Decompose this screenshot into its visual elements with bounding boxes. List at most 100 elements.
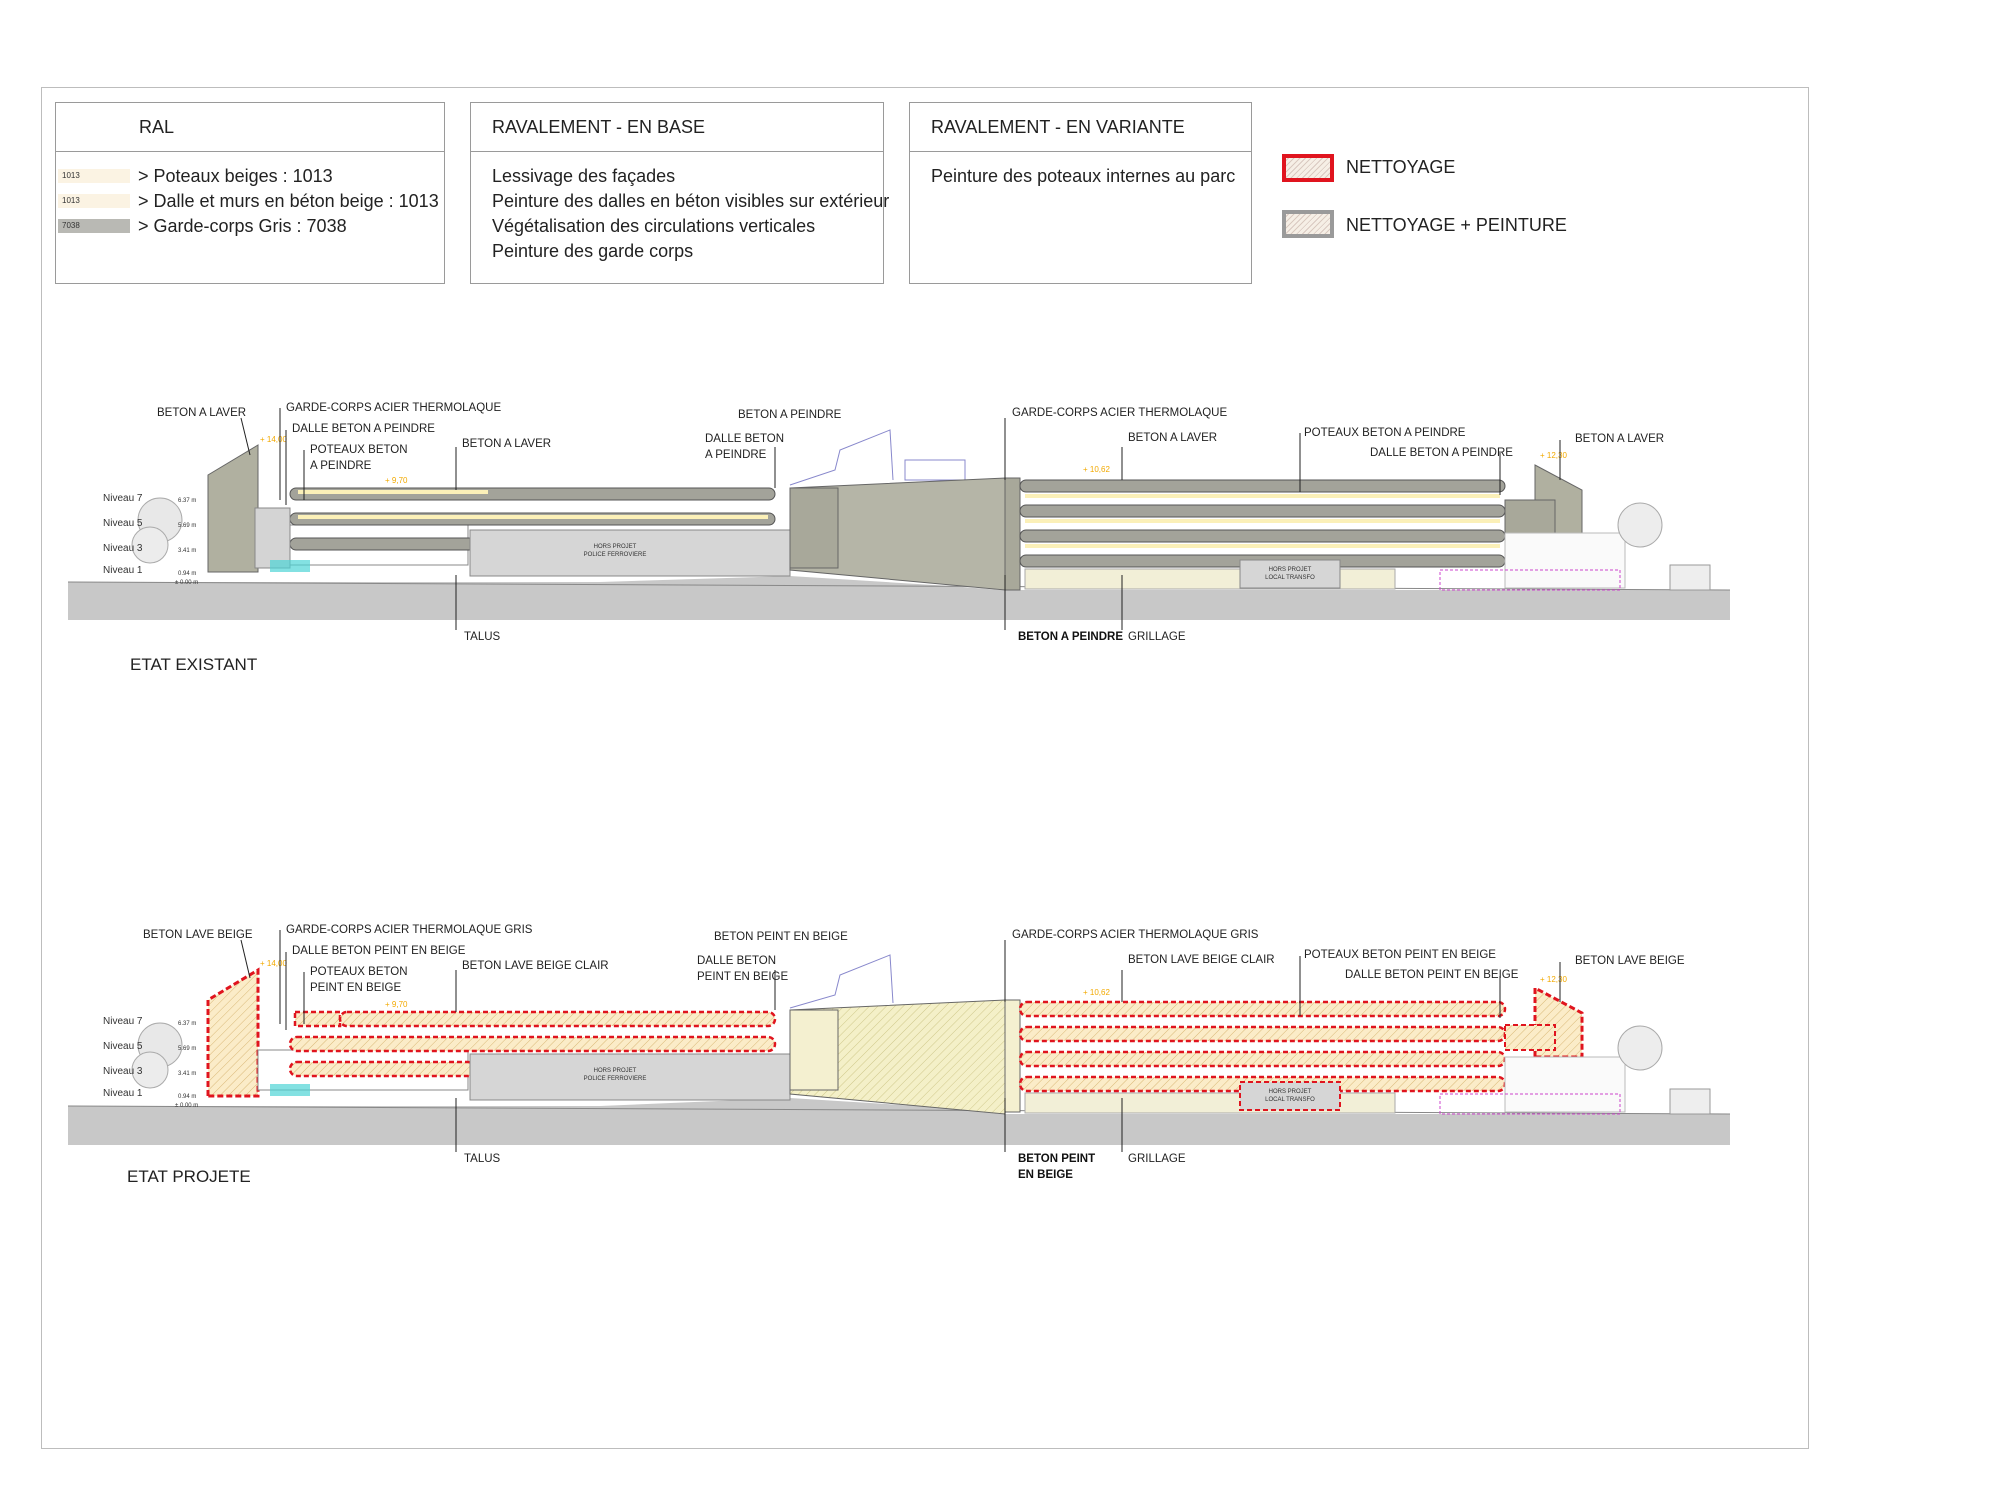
transfo-box-existant <box>1239 559 1341 589</box>
elev-4-projete: + 12,30 <box>1540 975 1567 984</box>
level-3-dim-projete: 3.41 m <box>178 1071 196 1077</box>
callout-grillage-projete: GRILLAGE <box>1128 1153 1186 1165</box>
base-title: RAVALEMENT - EN BASE <box>492 117 706 137</box>
elevation-existant: HORS PROJET POLICE FERROVIERE HORS PROJE… <box>67 402 1731 674</box>
ravalement-base-box: RAVALEMENT - EN BASE Lessivage des façad… <box>470 102 889 284</box>
ral-swatch-3: 7038 <box>58 219 130 233</box>
elev-2-existant: + 9,70 <box>385 476 408 485</box>
slab-top-right-existant <box>1019 479 1506 493</box>
callout-garde-corps-existant: GARDE-CORPS ACIER THERMOLAQUE <box>286 402 501 414</box>
drawing-frame <box>41 87 1809 1449</box>
elev-3-existant: + 10,62 <box>1083 465 1110 474</box>
elev-1-projete: + 14,00 <box>260 959 287 968</box>
base-header: RAVALEMENT - EN BASE <box>471 103 883 152</box>
ral-title: RAL <box>139 117 175 137</box>
level-7-existant: Niveau 7 <box>103 493 143 504</box>
callout-garde-corps-projete: GARDE-CORPS ACIER THERMOLAQUE GRIS <box>286 924 533 936</box>
callout-poteaux-b-projete: PEINT EN BEIGE <box>310 982 402 994</box>
slab-top-left-projete <box>338 1010 777 1028</box>
callout-poteaux-b-existant: A PEINDRE <box>310 460 372 472</box>
ral-item-2: > Dalle et murs en béton beige : 1013 <box>138 191 439 211</box>
police-label-2-existant: POLICE FERROVIERE <box>584 552 647 558</box>
ral-swatch-2: 1013 <box>58 194 130 208</box>
legend-nettoyage: NETTOYAGE <box>1346 157 1456 177</box>
callout-garde-corps-2-existant: GARDE-CORPS ACIER THERMOLAQUE <box>1012 407 1227 419</box>
elev-1-existant: + 14,00 <box>260 435 287 444</box>
callout-beton-peint-bottom-b-projete: EN BEIGE <box>1018 1169 1073 1181</box>
left-wall-existant <box>207 444 259 573</box>
transfo-label-1-projete: HORS PROJET <box>1269 1089 1312 1095</box>
callout-beton-peindre-existant: BETON A PEINDRE <box>738 409 842 421</box>
callout-dalle-2-projete: DALLE BETON PEINT EN BEIGE <box>1345 969 1519 981</box>
variante-header: RAVALEMENT - EN VARIANTE <box>910 103 1251 152</box>
level-7-projete: Niveau 7 <box>103 1016 143 1027</box>
callout-dalle-beton-b-existant: A PEINDRE <box>705 449 767 461</box>
callout-poteaux-2-existant: POTEAUX BETON A PEINDRE <box>1304 427 1466 439</box>
level-7-dim-existant: 6.37 m <box>178 498 196 504</box>
elevation-projete: HORS PROJET POLICE FERROVIERE HORS PROJE… <box>67 924 1731 1186</box>
callout-beton-laver-4-existant: BETON A LAVER <box>1575 433 1664 445</box>
callout-dalle-beton-a-projete: DALLE BETON <box>697 955 776 967</box>
callout-beton-laver-2-existant: BETON A LAVER <box>462 438 551 450</box>
callout-beton-lave-4-projete: BETON LAVE BEIGE <box>1575 955 1685 967</box>
transfo-label-1-existant: HORS PROJET <box>1269 567 1312 573</box>
legend-swatch-nettoyage-peinture <box>1282 210 1334 238</box>
callout-beton-laver-3-existant: BETON A LAVER <box>1128 432 1217 444</box>
callout-beton-lave-1-projete: BETON LAVE BEIGE <box>143 929 253 941</box>
ral-swatch-1: 1013 <box>58 169 130 183</box>
ral-header: RAL <box>56 103 444 152</box>
callout-garde-corps-2-projete: GARDE-CORPS ACIER THERMOLAQUE GRIS <box>1012 929 1259 941</box>
ground-existant <box>68 576 1730 620</box>
base-line-1: Lessivage des façades <box>492 166 676 186</box>
police-label-2-projete: POLICE FERROVIERE <box>584 1076 647 1082</box>
level-3-existant: Niveau 3 <box>103 543 143 554</box>
callout-poteaux-a-existant: POTEAUX BETON <box>310 444 408 456</box>
base-line-3: Végétalisation des circulations vertical… <box>492 216 816 236</box>
police-box-existant <box>469 529 791 577</box>
level-5-dim-projete: 5.69 m <box>178 1046 196 1052</box>
callout-beton-peint-projete: BETON PEINT EN BEIGE <box>714 931 848 943</box>
state-label-existant: ETAT EXISTANT <box>130 655 257 674</box>
elev-4-existant: + 12,30 <box>1540 451 1567 460</box>
callout-beton-lave-2-projete: BETON LAVE BEIGE CLAIR <box>462 960 609 972</box>
ral-box: RAL 1013 > Poteaux beiges : 1013 1013 > … <box>55 102 445 284</box>
slab-top-right-projete <box>1018 1000 1507 1018</box>
level-3-projete: Niveau 3 <box>103 1066 143 1077</box>
ravalement-variante-box: RAVALEMENT - EN VARIANTE Peinture des po… <box>909 102 1252 284</box>
variante-line-1: Peinture des poteaux internes au parc <box>931 166 1236 186</box>
level-7-dim-projete: 6.37 m <box>178 1021 196 1027</box>
level-5-dim-existant: 5.69 m <box>178 523 196 529</box>
legend-swatch-nettoyage <box>1282 154 1334 182</box>
callout-beton-laver-1-existant: BETON A LAVER <box>157 407 246 419</box>
callout-grillage-existant: GRILLAGE <box>1128 631 1186 643</box>
transfo-label-2-existant: LOCAL TRANSFO <box>1265 575 1315 581</box>
callout-poteaux-2-projete: POTEAUX BETON PEINT EN BEIGE <box>1304 949 1496 961</box>
level-0-dim-projete: ± 0.00 m <box>175 1103 198 1109</box>
callout-beton-peint-bottom-a-projete: BETON PEINT <box>1018 1153 1095 1165</box>
ground-projete <box>68 1098 1730 1145</box>
ral-item-1: > Poteaux beiges : 1013 <box>138 166 333 186</box>
base-line-2: Peinture des dalles en béton visibles su… <box>492 191 890 211</box>
level-1-dim-projete: 0.94 m <box>178 1094 196 1100</box>
callout-dalle-existant: DALLE BETON A PEINDRE <box>292 423 435 435</box>
callout-dalle-beton-a-existant: DALLE BETON <box>705 433 784 445</box>
state-label-projete: ETAT PROJETE <box>127 1167 251 1186</box>
callout-dalle-projete: DALLE BETON PEINT EN BEIGE <box>292 945 466 957</box>
callout-dalle-2-existant: DALLE BETON A PEINDRE <box>1370 447 1513 459</box>
callout-beton-lave-3-projete: BETON LAVE BEIGE CLAIR <box>1128 954 1275 966</box>
left-wall-projete <box>206 967 260 1098</box>
transfo-box-projete <box>1239 1081 1341 1111</box>
level-0-dim-existant: ± 0.00 m <box>175 580 198 586</box>
elev-3-projete: + 10,62 <box>1083 988 1110 997</box>
level-3-dim-existant: 3.41 m <box>178 548 196 554</box>
base-line-4: Peinture des garde corps <box>492 241 694 261</box>
level-5-existant: Niveau 5 <box>103 518 143 529</box>
ral-item-3: > Garde-corps Gris : 7038 <box>138 216 347 236</box>
callout-dalle-beton-b-projete: PEINT EN BEIGE <box>697 971 789 983</box>
callout-talus-existant: TALUS <box>464 631 501 643</box>
callout-poteaux-a-projete: POTEAUX BETON <box>310 966 408 978</box>
variante-title: RAVALEMENT - EN VARIANTE <box>931 117 1185 137</box>
level-1-projete: Niveau 1 <box>103 1088 143 1099</box>
level-1-existant: Niveau 1 <box>103 565 143 576</box>
